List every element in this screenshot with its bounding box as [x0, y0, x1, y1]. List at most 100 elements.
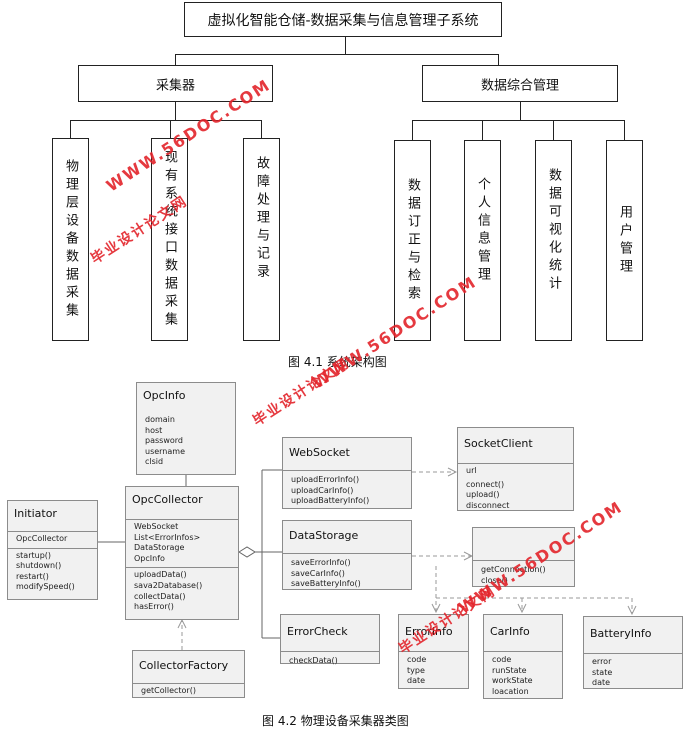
- aggregation-diamond: [238, 546, 256, 558]
- connector: [261, 120, 262, 138]
- method: upload(): [466, 490, 500, 500]
- connector: [175, 102, 176, 120]
- attribute: DataStorage: [134, 543, 185, 553]
- connector: [412, 120, 413, 140]
- connector: [70, 120, 262, 121]
- method: disconnect: [466, 500, 510, 510]
- connector: [498, 54, 499, 65]
- class-name: SocketClient: [464, 437, 533, 450]
- attribute: date: [407, 676, 426, 686]
- attribute: List<ErrorInfos>: [134, 532, 201, 542]
- figure-caption: 图 4.1 系统架构图: [288, 355, 387, 369]
- class-db-connection: getConnection() close(): [472, 527, 575, 587]
- method: shutdown(): [16, 561, 62, 571]
- child-node: 用户管理: [606, 140, 643, 341]
- method: getConnection(): [481, 565, 546, 574]
- connector: [553, 120, 554, 140]
- root-node: 虚拟化智能仓储-数据采集与信息管理子系统: [184, 2, 502, 37]
- method: hasError(): [134, 602, 174, 612]
- class-name: OpcCollector: [132, 493, 203, 506]
- class-carinfo: CarInfo code runState workState loacatio…: [483, 614, 563, 699]
- child-label: 现有系统接口数据采集: [162, 149, 177, 330]
- figure-caption: 图 4.2 物理设备采集器类图: [262, 714, 409, 728]
- attributes: code type date: [399, 651, 468, 690]
- child-label: 数据可视化统计: [546, 167, 561, 294]
- attributes: error state date: [584, 653, 682, 692]
- class-name: CollectorFactory: [139, 659, 229, 672]
- attribute: type: [407, 665, 425, 675]
- method: modifySpeed(): [16, 582, 75, 592]
- class-name: CarInfo: [490, 625, 530, 638]
- class-errorinfo: ErrorInfo code type date: [398, 614, 469, 689]
- method: startup(): [16, 550, 52, 560]
- attributes: url: [458, 463, 573, 480]
- attribute: runState: [492, 665, 527, 675]
- connector: [345, 37, 346, 54]
- class-name: DataStorage: [289, 529, 359, 542]
- class-name: Initiator: [14, 507, 57, 520]
- child-node: 个人信息管理: [464, 140, 501, 341]
- methods: saveErrorInfo() saveCarInfo() saveBatter…: [283, 553, 411, 593]
- attributes: WebSocket List<ErrorInfos> DataStorage O…: [126, 519, 238, 567]
- attribute: clsid: [145, 457, 164, 467]
- connector: [520, 102, 521, 120]
- attribute: OpcInfo: [134, 553, 165, 563]
- class-collectorfactory: CollectorFactory getCollector(): [132, 650, 245, 698]
- class-name: ErrorCheck: [287, 625, 348, 638]
- class-name: OpcInfo: [143, 389, 186, 402]
- class-name: BatteryInfo: [590, 627, 652, 640]
- attribute: workState: [492, 676, 533, 686]
- connector: [412, 120, 625, 121]
- method: saveErrorInfo(): [291, 558, 351, 567]
- child-node: 现有系统接口数据采集: [151, 138, 188, 341]
- class-datastorage: DataStorage saveErrorInfo() saveCarInfo(…: [282, 520, 412, 590]
- connector: [70, 120, 71, 138]
- child-label: 用户管理: [617, 204, 632, 277]
- attribute: error: [592, 657, 612, 666]
- method: restart(): [16, 571, 49, 581]
- child-node: 数据可视化统计: [535, 140, 572, 341]
- class-opcinfo: OpcInfo domain host password username cl…: [136, 382, 236, 475]
- child-node: 数据订正与检索: [394, 140, 431, 341]
- attribute: host: [145, 425, 163, 435]
- methods: uploadData() sava2Database() collectData…: [126, 567, 238, 615]
- class-opccollector: OpcCollector WebSocket List<ErrorInfos> …: [125, 486, 239, 620]
- methods: startup() shutdown() restart() modifySpe…: [8, 547, 97, 596]
- data-management-node: 数据综合管理: [422, 65, 618, 102]
- methods: getCollector(): [133, 683, 244, 700]
- class-socketclient: SocketClient url connect() upload() disc…: [457, 427, 574, 511]
- method: uploadData(): [134, 570, 187, 580]
- attribute: loacation: [492, 686, 529, 696]
- collector-node: 采集器: [78, 65, 273, 102]
- methods: connect() upload() disconnect: [458, 480, 573, 515]
- attributes: OpcCollector: [8, 531, 97, 548]
- attribute: username: [145, 446, 185, 456]
- class-name: WebSocket: [289, 446, 350, 459]
- attribute: url: [466, 466, 477, 475]
- child-node: 物理层设备数据采集: [52, 138, 89, 341]
- method: connect(): [466, 479, 505, 489]
- connector: [175, 54, 176, 65]
- connector: [175, 54, 499, 55]
- root-label: 虚拟化智能仓储-数据采集与信息管理子系统: [207, 12, 479, 29]
- method: close(): [481, 575, 508, 585]
- attributes: code runState workState loacation: [484, 651, 562, 700]
- connector: [624, 120, 625, 140]
- class-errorcheck: ErrorCheck checkData(): [280, 614, 380, 665]
- attribute: OpcCollector: [16, 534, 68, 543]
- method: uploadBatteryInfo(): [291, 496, 370, 506]
- method: collectData(): [134, 591, 186, 601]
- attributes: domain host password username clsid: [137, 409, 235, 471]
- methods: checkData(): [281, 651, 379, 670]
- attribute: code: [492, 655, 512, 664]
- connector: [482, 120, 483, 140]
- method: uploadCarInfo(): [291, 485, 354, 495]
- attribute: date: [592, 678, 611, 688]
- attribute: password: [145, 436, 183, 446]
- child-label: 物理层设备数据采集: [63, 158, 78, 321]
- method: getCollector(): [141, 686, 196, 695]
- child-label: 数据订正与检索: [405, 177, 420, 304]
- connector: [170, 120, 171, 138]
- class-name: ErrorInfo: [405, 625, 453, 638]
